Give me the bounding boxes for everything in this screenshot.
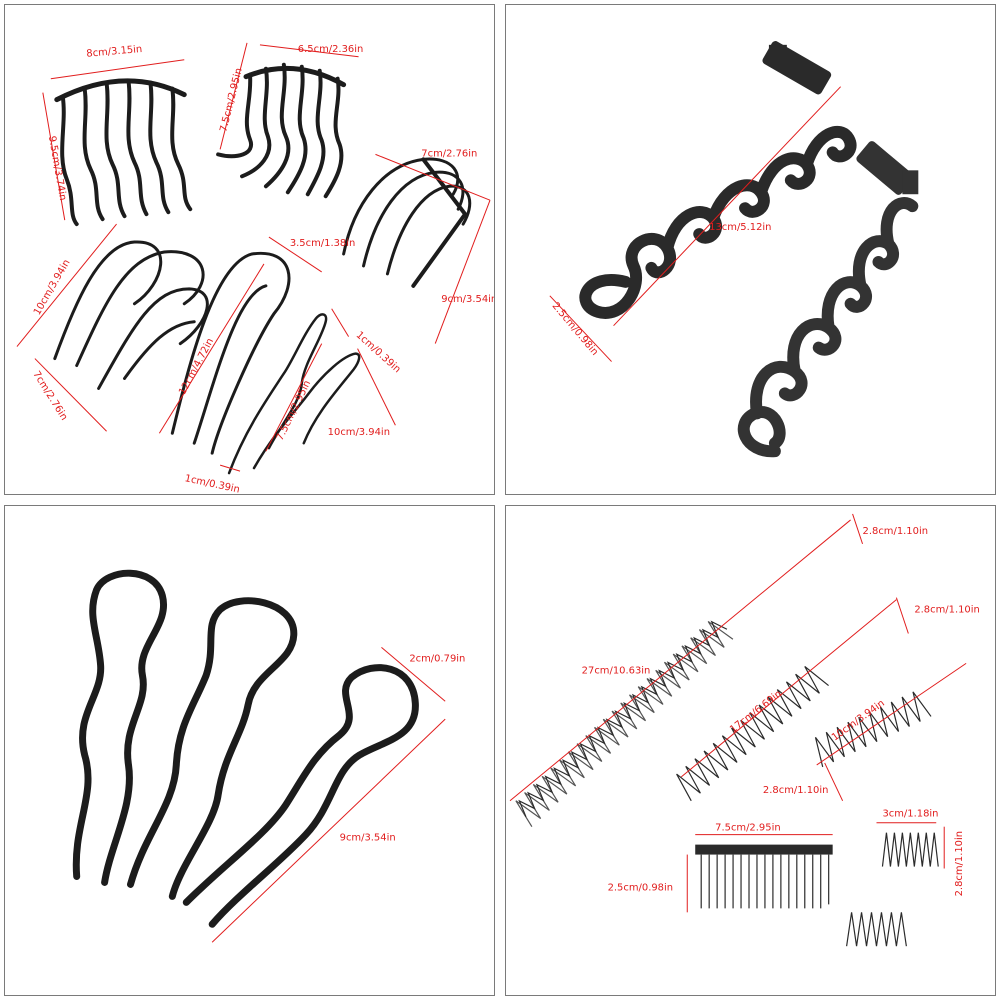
ufork-height-label: 10cm/3.94in (32, 258, 73, 317)
spring1-height-label: 2.8cm/1.10in (863, 526, 928, 537)
small-comb-height-label: 7.5cm/2.95in (218, 67, 245, 133)
long-u-sticks (170, 251, 291, 455)
large-wavy-comb (54, 78, 193, 227)
spring-comb-17cm (676, 666, 829, 802)
panel-wavy-forks: 2cm/0.79in 9cm/3.54in (4, 505, 495, 996)
dimension-lines (509, 513, 967, 913)
comb-height-label: 2.5cm/0.98in (608, 882, 673, 893)
wavy-hair-pins (227, 313, 361, 475)
spring3-height-label: 2.8cm/1.10in (763, 785, 828, 796)
panel-braid-tools: 13cm/5.12in 2.5cm/0.98in (505, 4, 996, 495)
fan-height-label: 9cm/3.54in (441, 294, 494, 305)
panel-spring-combs: 2.8cm/1.10in 27cm/10.63in 2.8cm/1.10in 1… (505, 505, 996, 996)
large-comb-width-label: 8cm/3.15in (86, 44, 143, 60)
comb-width-label: 7.5cm/2.95in (715, 823, 780, 834)
small-spring-clip-upper (881, 832, 939, 867)
fan-width-label: 7cm/2.76in (421, 148, 477, 159)
fork-length-label: 9cm/3.54in (340, 833, 396, 844)
u-shape-forks (53, 240, 209, 390)
panel-combs-and-pins: 8cm/3.15in 9.5cm/3.74in 6.5cm/2.36in 7.5… (4, 4, 495, 495)
spring-combs-illustration: 2.8cm/1.10in 27cm/10.63in 2.8cm/1.10in 1… (509, 513, 980, 947)
braid-tool-right (737, 141, 919, 458)
clip-width-label: 3cm/1.18in (882, 809, 938, 820)
fork-loop-width-label: 2cm/0.79in (409, 653, 465, 664)
ufork-width-label: 7cm/2.76in (30, 369, 69, 422)
small-comb-width-label: 6.5cm/2.36in (298, 44, 363, 55)
wavy-forks-illustration: 2cm/0.79in 9cm/3.54in (72, 569, 465, 943)
fork-right (182, 664, 419, 928)
side-comb (695, 844, 833, 909)
spring1-length-label: 27cm/10.63in (582, 665, 651, 676)
pin-top-width-label: 1cm/0.39in (354, 330, 403, 376)
dimension-lines (16, 42, 491, 472)
stick-width-label: 3.5cm/1.38in (290, 238, 355, 249)
fan-hair-fork (342, 157, 472, 288)
spring-comb-27cm (515, 620, 734, 828)
spring-comb-10cm (814, 691, 932, 768)
clip-height-label: 2.8cm/1.10in (954, 831, 965, 896)
small-spring-clip-lower (846, 912, 907, 947)
dimension-lines (549, 86, 841, 362)
combs-and-pins-illustration: 8cm/3.15in 9.5cm/3.74in 6.5cm/2.36in 7.5… (16, 42, 494, 494)
fork-middle (127, 597, 298, 900)
braid-length-label: 13cm/5.12in (709, 222, 771, 233)
dimension-lines (211, 647, 446, 943)
spring2-height-label: 2.8cm/1.10in (914, 605, 979, 616)
braid-tools-illustration: 13cm/5.12in 2.5cm/0.98in (549, 41, 919, 458)
fork-left (72, 569, 168, 886)
small-wavy-comb (216, 62, 347, 199)
braid-tool-left (579, 41, 857, 319)
pin-long-label: 10cm/3.94in (328, 427, 390, 438)
pin-bottom-width-label: 1cm/0.39in (184, 473, 241, 494)
